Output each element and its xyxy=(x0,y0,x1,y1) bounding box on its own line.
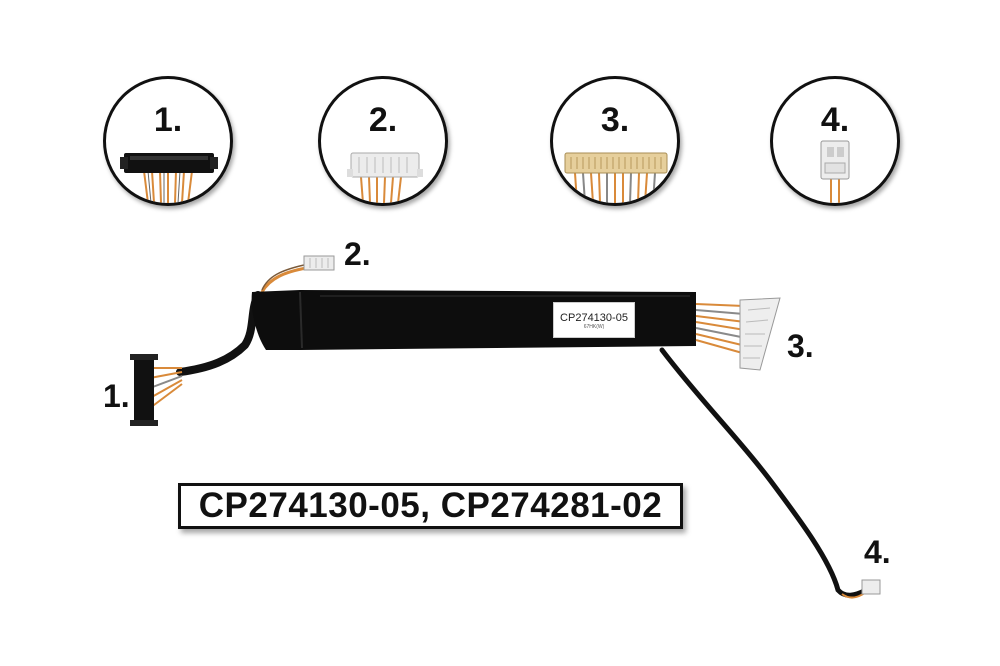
part-sticker: CP274130-05 67HK(W) xyxy=(553,302,635,338)
wide-beige-lvds-connector-icon xyxy=(564,152,668,203)
zoom-label-2: 2. xyxy=(368,101,398,139)
zoom-label-3: 3. xyxy=(600,101,630,139)
zoom-label-4: 4. xyxy=(820,101,850,139)
callout-2: 2. xyxy=(344,236,371,272)
connector-zoom-1: 1. xyxy=(103,76,233,206)
white-2-pin-connector-icon xyxy=(820,140,850,203)
connector-4-shape xyxy=(861,579,881,595)
cable-wires-2 xyxy=(260,266,307,293)
connector-2-shape xyxy=(303,255,335,271)
callout-3: 3. xyxy=(787,328,814,364)
sticker-part-number: CP274130-05 xyxy=(560,312,628,324)
callout-1: 1. xyxy=(103,378,130,414)
connector-zoom-4: 4. xyxy=(770,76,900,206)
black-multi-pin-connector-icon xyxy=(120,153,218,203)
part-number-label: CP274130-05, CP274281-02 xyxy=(178,483,683,529)
zoom-label-1: 1. xyxy=(153,101,183,139)
sticker-subcode: 67HK(W) xyxy=(583,324,605,330)
white-small-connector-icon xyxy=(347,152,423,203)
connector-zoom-2: 2. xyxy=(318,76,448,206)
callout-4: 4. xyxy=(864,534,891,570)
cable-long-lead xyxy=(659,347,869,598)
cable-left-lead xyxy=(176,291,262,376)
connector-1-shape xyxy=(134,356,154,424)
connector-zoom-3: 3. xyxy=(550,76,680,206)
